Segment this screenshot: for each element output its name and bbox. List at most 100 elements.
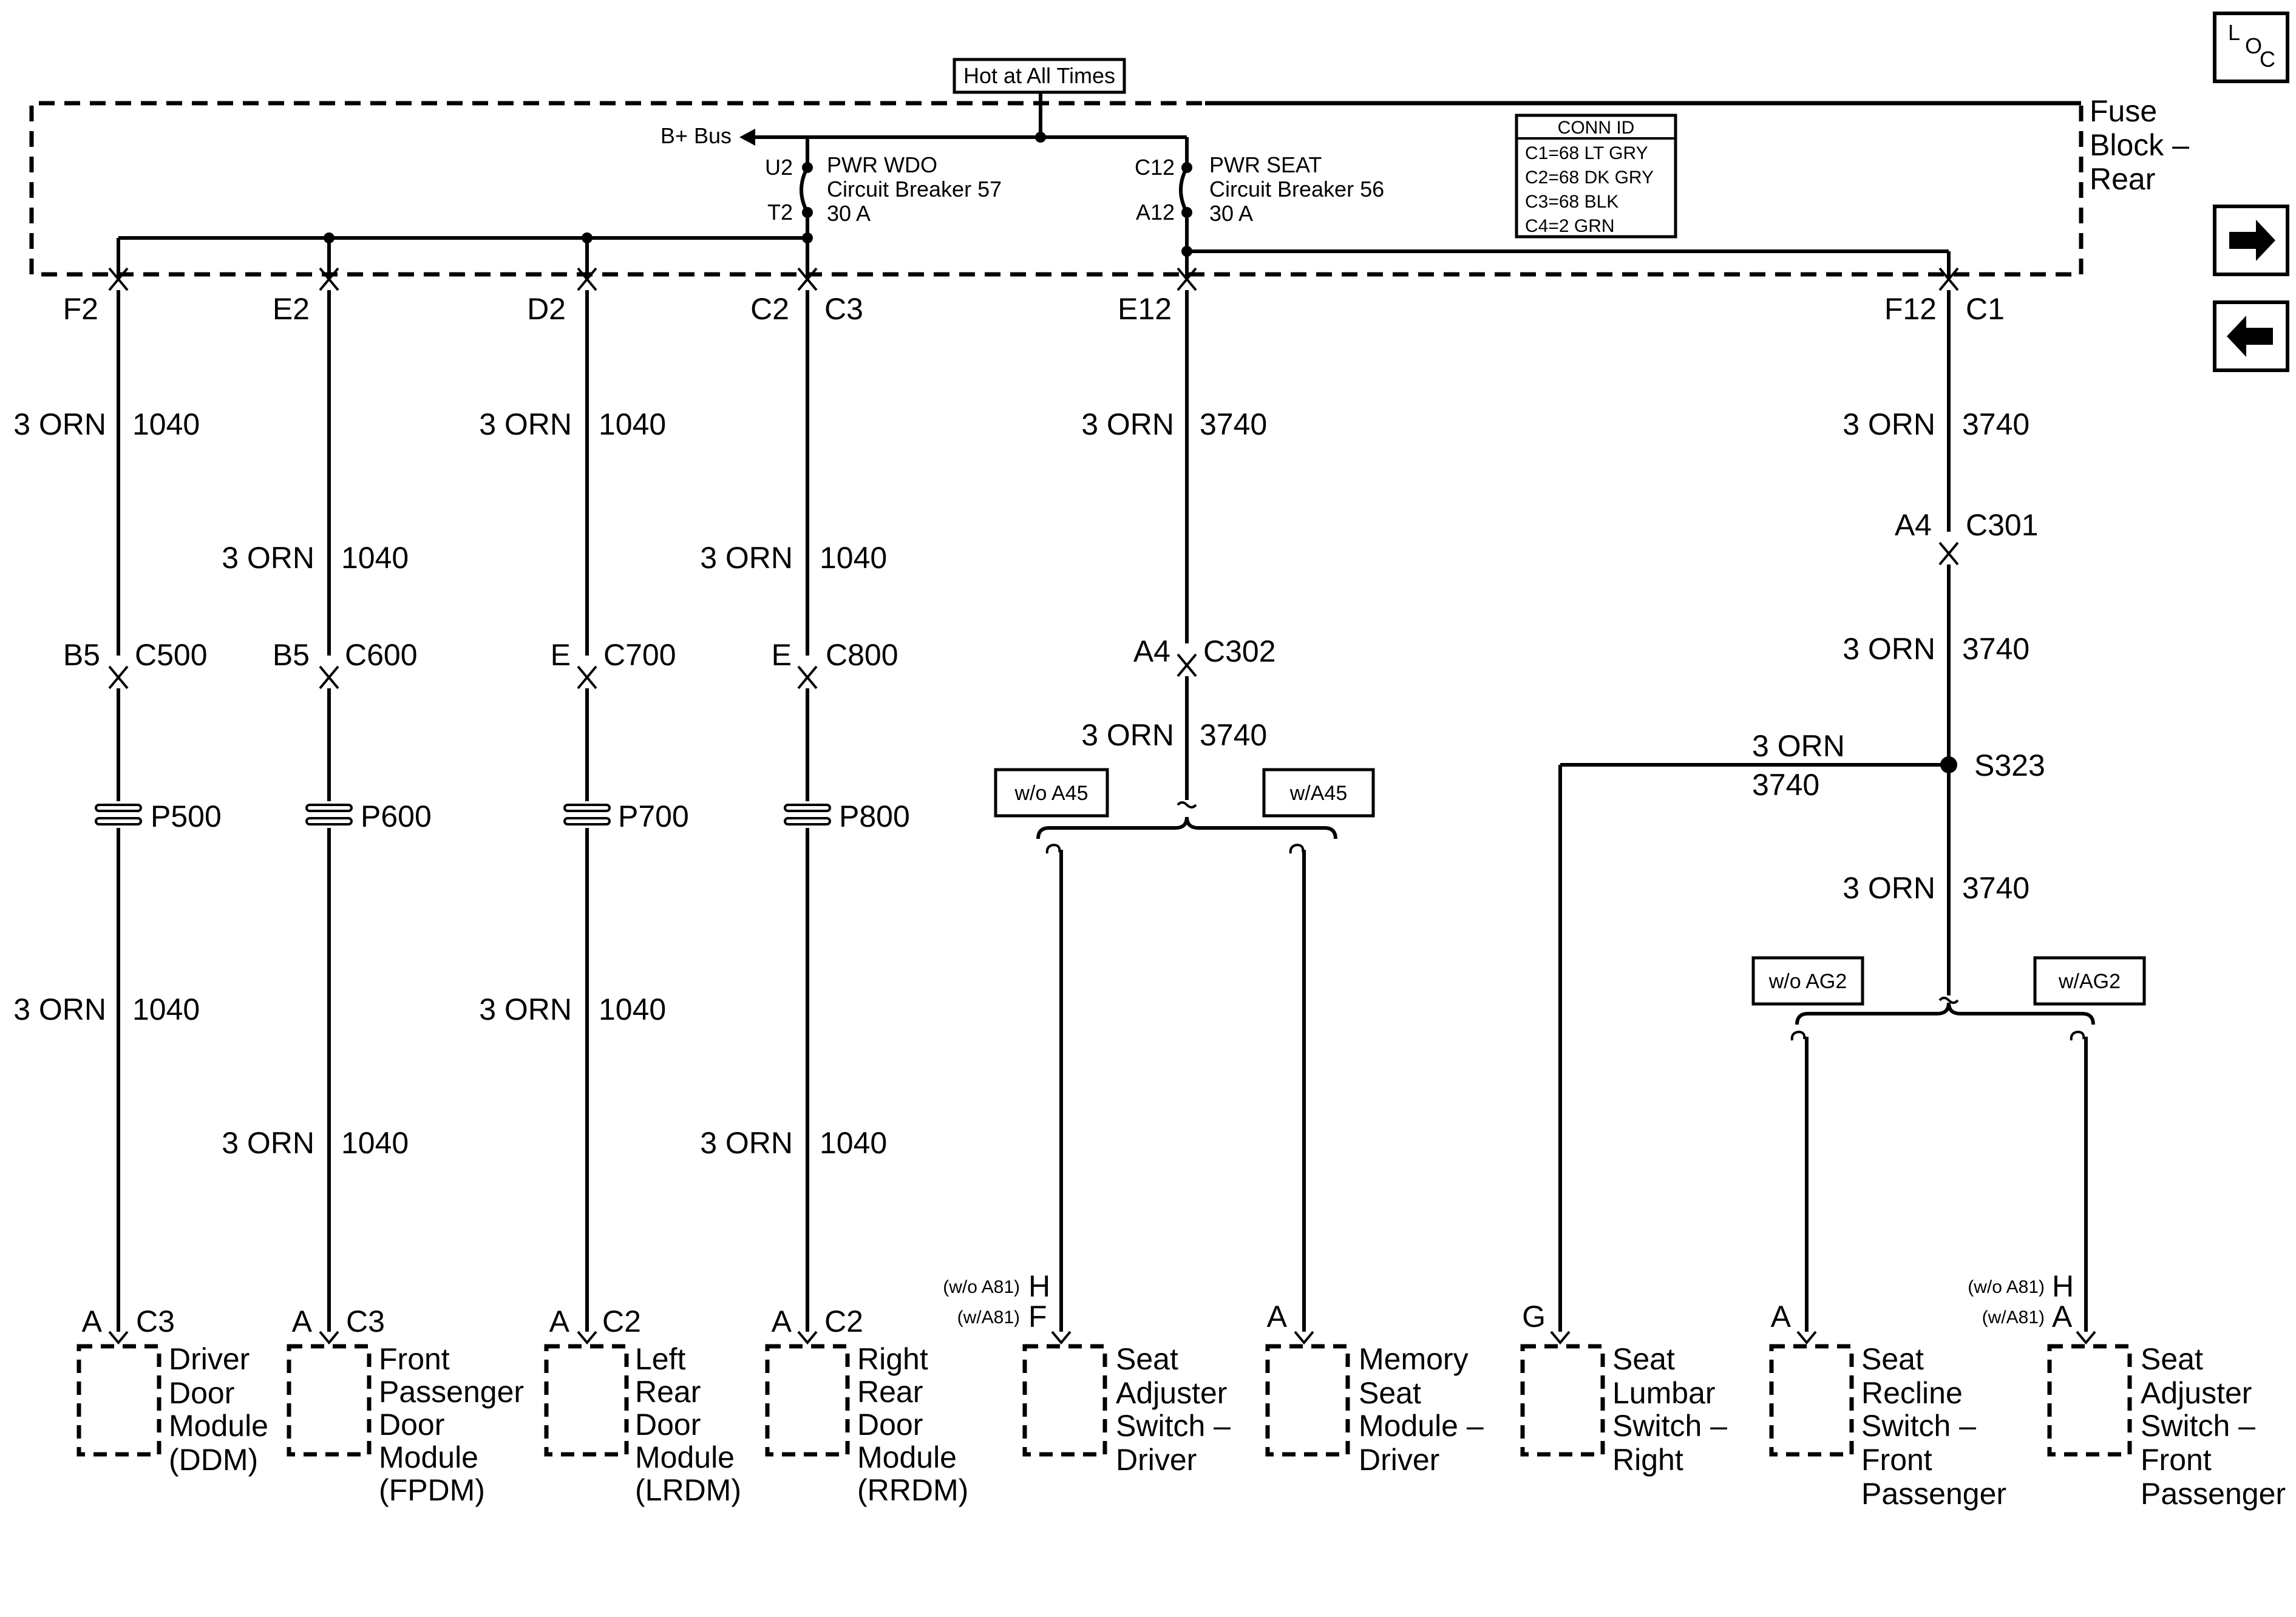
lrdm-top-pin: D2 — [527, 292, 566, 326]
loc-letter-l: L — [2228, 20, 2240, 45]
ddm-w1-gauge: 3 ORN — [13, 407, 106, 441]
lrdm-name-2: Rear — [635, 1375, 701, 1409]
seat-adj-pass-name-1: Seat — [2141, 1342, 2203, 1376]
circuit-fpdm: 3 ORN 1040 B5 C600 P600 3 ORN 1040 A C3 — [222, 290, 432, 1345]
seat-pass-inline-pin: A4 — [1895, 508, 1932, 542]
breaker-seat-line-2: Circuit Breaker 56 — [1209, 177, 1384, 202]
seat-adj-driver-pin2: F — [1028, 1300, 1047, 1334]
rrdm-inline-conn: C800 — [826, 638, 898, 672]
fpdm-w2-gauge: 3 ORN — [222, 1126, 314, 1160]
seat-pass-w1-circuit: 3740 — [1962, 407, 2029, 441]
seat-adj-driver-name-3: Switch – — [1116, 1409, 1231, 1443]
ddm-w1-circuit: 1040 — [132, 407, 200, 441]
seat-pass-w2-circuit: 3740 — [1962, 632, 2029, 666]
component-lrdm: Left Rear Door Module (LRDM) — [544, 1342, 741, 1507]
fpdm-pass-through: P600 — [361, 799, 432, 833]
seat-adj-pass-pin2: A — [2052, 1300, 2073, 1334]
ddm-top-pin: F2 — [63, 292, 98, 326]
circuit-rrdm: 3 ORN 1040 E C800 P800 3 ORN 1040 A C2 — [700, 290, 910, 1345]
conn-id-row-2: C2=68 DK GRY — [1525, 168, 1654, 188]
seat-pass-inline-conn: C301 — [1966, 508, 2039, 542]
splice-s323: S323 — [1974, 748, 2045, 782]
ddm-w2-circuit: 1040 — [132, 992, 200, 1026]
component-lumbar-switch: G Seat Lumbar Switch – Right — [1520, 1300, 1727, 1477]
seat-adj-driver-name-1: Seat — [1116, 1342, 1178, 1376]
next-page-button[interactable] — [2213, 205, 2289, 276]
fpdm-comp-conn: C3 — [346, 1304, 385, 1338]
opt-w-ag2-text: w/AG2 — [2058, 970, 2121, 993]
seat-driver-w1-gauge: 3 ORN — [1081, 407, 1174, 441]
seat-driver-w1-circuit: 3740 — [1200, 407, 1267, 441]
seat-driver-top-pin: E12 — [1118, 292, 1172, 326]
component-ddm: Driver Door Module (DDM) — [76, 1342, 268, 1477]
lumbar-name-3: Switch – — [1612, 1409, 1727, 1443]
circuit-seat-pass: 3 ORN 3740 A4 C301 3 ORN 3740 S323 3 ORN… — [1558, 290, 2095, 1332]
rrdm-name-3: Door — [857, 1408, 923, 1442]
hot-at-all-times-text: Hot at All Times — [963, 63, 1115, 88]
seat-adj-pass-name-2: Adjuster — [2141, 1376, 2252, 1410]
arrow-left-icon — [2227, 316, 2273, 357]
b-plus-bus-label: B+ Bus — [661, 123, 732, 148]
component-fpdm: Front Passenger Door Module (FPDM) — [287, 1342, 524, 1507]
memory-seat-name-4: Driver — [1359, 1443, 1439, 1477]
rrdm-top-pin: C2 — [750, 292, 789, 326]
seat-adj-driver-pin1: H — [1028, 1269, 1050, 1303]
memory-seat-name-3: Module – — [1359, 1409, 1484, 1443]
conn-id-box: CONN ID C1=68 LT GRY C2=68 DK GRY C3=68 … — [1515, 114, 1677, 239]
lumbar-pin: G — [1522, 1300, 1546, 1334]
ddm-pass-through: P500 — [151, 799, 222, 833]
conn-id-title: CONN ID — [1558, 118, 1635, 138]
component-recline-switch: A Seat Recline Switch – Front Passenger — [1769, 1300, 2006, 1511]
recline-name-5: Passenger — [1861, 1477, 2006, 1511]
rrdm-comp-conn: C2 — [824, 1304, 863, 1338]
seat-adj-pass-name-3: Switch – — [2141, 1409, 2255, 1443]
opt-w-a45-text: w/A45 — [1289, 782, 1348, 805]
recline-name-2: Recline — [1861, 1376, 1963, 1410]
seat-driver-inline-pin: A4 — [1133, 634, 1170, 668]
loc-letter-c: C — [2260, 47, 2275, 72]
fpdm-w2-circuit: 1040 — [341, 1126, 409, 1160]
fpdm-name-3: Door — [379, 1408, 444, 1442]
lrdm-w2-circuit: 1040 — [599, 992, 666, 1026]
breaker-wdo-pin-top: U2 — [765, 155, 793, 180]
seat-adj-pass-opt2: (w/A81) — [1982, 1307, 2045, 1327]
seat-driver-w2-circuit: 3740 — [1200, 718, 1267, 752]
fuse-block-rear: Fuse Block – Rear — [29, 94, 2189, 277]
seat-adj-driver-name-4: Driver — [1116, 1443, 1197, 1477]
lumbar-name-2: Lumbar — [1612, 1376, 1716, 1410]
lrdm-name-4: Module — [635, 1440, 735, 1474]
rrdm-name-5: (RRDM) — [857, 1473, 968, 1507]
loc-letter-o: O — [2245, 33, 2262, 58]
arrow-right-icon — [2229, 220, 2275, 261]
lrdm-comp-conn: C2 — [602, 1304, 641, 1338]
rrdm-comp-pin: A — [772, 1304, 792, 1338]
branch-wire-circuit: 3740 — [1752, 768, 1819, 802]
loc-button[interactable]: L O C — [2213, 12, 2289, 83]
recline-pin: A — [1771, 1300, 1792, 1334]
rrdm-w2-circuit: 1040 — [820, 1126, 887, 1160]
lrdm-inline-pin: E — [551, 638, 571, 672]
lumbar-name-4: Right — [1612, 1443, 1683, 1477]
rrdm-name-2: Rear — [857, 1375, 923, 1409]
circuit-lrdm: 3 ORN 1040 E C700 P700 3 ORN 1040 A C2 — [479, 290, 689, 1345]
fuse-block-name-3: Rear — [2090, 162, 2155, 196]
prev-page-button[interactable] — [2213, 300, 2289, 372]
breaker-seat-line-1: PWR SEAT — [1209, 152, 1322, 177]
conn-id-row-3: C3=68 BLK — [1525, 192, 1618, 212]
rrdm-pass-through: P800 — [839, 799, 910, 833]
ddm-name-4: (DDM) — [169, 1443, 258, 1477]
component-seat-adjuster-driver: (w/o A81) H (w/A81) F Seat Adjuster Swit… — [943, 1269, 1231, 1477]
fpdm-name-5: (FPDM) — [379, 1473, 485, 1507]
opt-wo-a45-text: w/o A45 — [1014, 782, 1089, 805]
ddm-name-1: Driver — [169, 1342, 250, 1376]
ddm-comp-pin: A — [82, 1304, 103, 1338]
seat-pass-w3-gauge: 3 ORN — [1843, 871, 1935, 905]
memory-seat-name-2: Seat — [1359, 1376, 1421, 1410]
component-seat-adjuster-passenger: (w/o A81) H (w/A81) A Seat Adjuster Swit… — [1968, 1269, 2286, 1511]
seat-adj-driver-opt1: (w/o A81) — [943, 1277, 1020, 1297]
fuse-block-connectors — [108, 267, 1959, 291]
option-label-wo-a45: w/o A45 — [994, 768, 1109, 818]
breaker-seat-line-3: 30 A — [1209, 201, 1253, 226]
memory-seat-name-1: Memory — [1359, 1342, 1469, 1376]
